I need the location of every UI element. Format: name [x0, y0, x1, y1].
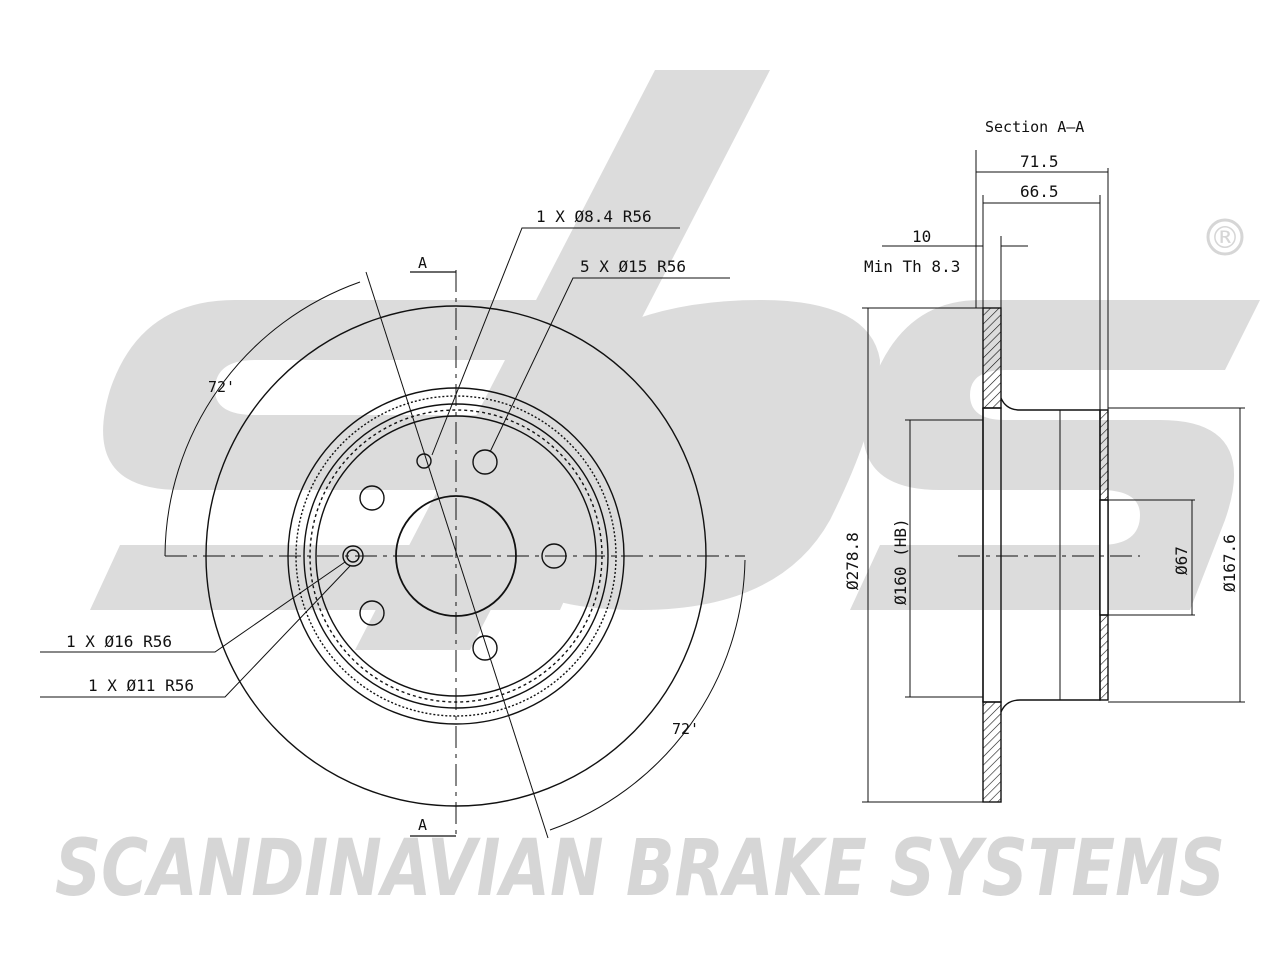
dim-hb-diameter: Ø160 (HB) — [891, 518, 910, 605]
dim-thickness: 10 — [912, 227, 931, 246]
dim-min-thickness: Min Th 8.3 — [864, 257, 960, 276]
sbs-logo-watermark — [90, 70, 1260, 650]
section-title: Section A–A — [985, 118, 1084, 136]
bolt-hole — [472, 449, 498, 475]
dim-center-bore: Ø67 — [1172, 546, 1191, 575]
bolt-hole — [359, 485, 385, 511]
dim-disc-diameter: Ø278.8 — [843, 532, 862, 590]
dim-hat-height: 66.5 — [1020, 182, 1059, 201]
callout-hole-8-4: 1 X Ø8.4 R56 — [536, 207, 652, 226]
angle-label-left: 72' — [208, 378, 235, 396]
dim-hat-diameter: Ø167.6 — [1220, 534, 1239, 592]
angle-label-right: 72' — [672, 720, 699, 738]
bolt-hole — [359, 600, 385, 626]
brand-watermark-text: SCANDINAVIAN BRAKE SYSTEMS — [55, 824, 1225, 914]
section-marker-top: A — [418, 254, 427, 272]
front-view — [40, 227, 746, 840]
callout-hole-11: 1 X Ø11 R56 — [88, 676, 194, 695]
callout-hole-16: 1 X Ø16 R56 — [66, 632, 172, 651]
section-marker-bottom: A — [418, 816, 427, 834]
callout-hole-15: 5 X Ø15 R56 — [580, 257, 686, 276]
registered-circle — [1206, 218, 1244, 256]
section-view — [862, 150, 1245, 803]
dim-overall-height: 71.5 — [1020, 152, 1059, 171]
bolt-hole — [472, 635, 498, 661]
